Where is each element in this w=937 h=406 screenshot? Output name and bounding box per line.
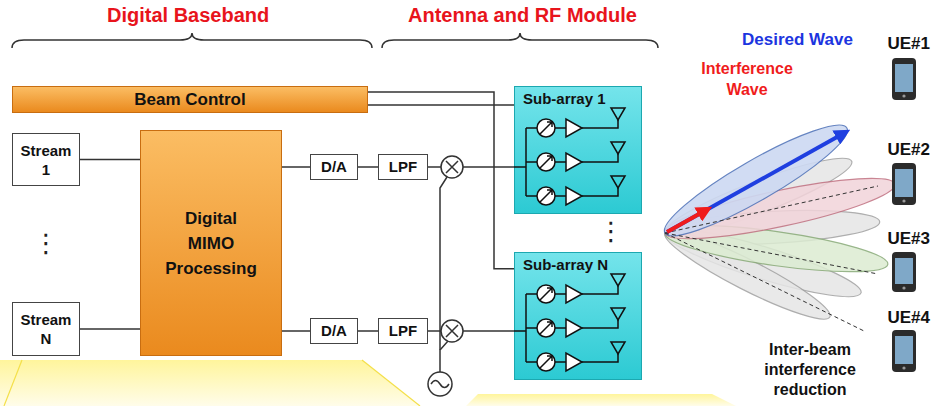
phone-icon	[895, 258, 913, 284]
signal-connector	[428, 330, 514, 332]
mimo-processing-block: Digital MIMO Processing	[140, 130, 282, 356]
stream-box: Stream N	[12, 302, 80, 356]
phone-icon	[902, 199, 905, 202]
box-text: Stream 1	[19, 141, 73, 179]
signal-connector	[368, 92, 514, 269]
section-brace	[382, 33, 658, 48]
box-text: Stream N	[19, 310, 73, 348]
section-heading: Digital Baseband	[107, 4, 269, 27]
beam-direction-line	[665, 233, 864, 331]
mixer-symbol	[446, 161, 458, 173]
subarray-box: Sub-array 1	[514, 86, 642, 214]
oscillator-wire	[440, 341, 448, 372]
phone-icon	[902, 366, 905, 369]
mixer-symbol	[441, 320, 463, 342]
signal-connector	[358, 166, 378, 168]
mixer-symbol	[446, 325, 458, 337]
subarray-box: Sub-array N	[514, 252, 642, 380]
box-text: LPF	[389, 322, 417, 340]
dac-box: D/A	[310, 318, 358, 344]
stream-box: Stream 1	[12, 133, 80, 186]
yellow-highlight	[362, 360, 420, 406]
signal-connector	[428, 166, 514, 168]
subarray-feed	[514, 294, 526, 362]
subarray-feed	[514, 128, 526, 196]
beam-lobes	[655, 111, 899, 331]
phone-icon	[902, 286, 905, 289]
oscillator-wire	[440, 177, 447, 350]
yellow-highlight	[466, 394, 736, 406]
phone-icon	[892, 163, 916, 205]
user-equipment-label: UE#3	[870, 229, 930, 249]
wave-arrow	[667, 132, 846, 232]
beam-direction-line	[665, 186, 878, 233]
box-text: Beam Control	[134, 90, 245, 110]
yellow-highlight	[4, 360, 22, 406]
oscillator-symbol	[428, 372, 452, 396]
phase-shifter-amplifier-antenna	[526, 142, 625, 171]
phone-icon	[892, 252, 916, 292]
section-heading: Antenna and RF Module	[408, 4, 637, 27]
signal-connector	[358, 330, 378, 332]
signal-connector	[368, 104, 514, 106]
phone-icon	[895, 336, 913, 364]
beam-lobes	[655, 111, 857, 251]
signal-connector	[80, 328, 140, 330]
phone-icon	[892, 330, 916, 372]
oscillator-wire	[440, 177, 448, 372]
phone-icon	[892, 252, 916, 292]
phase-shifter-amplifier-antenna	[526, 176, 625, 205]
box-text: Digital MIMO Processing	[163, 206, 259, 281]
beam-direction-line	[665, 186, 878, 331]
lowpass-filter-box: LPF	[378, 318, 428, 344]
yellow-highlight	[0, 360, 420, 406]
phase-shifter-amplifier-antenna	[526, 308, 625, 337]
signal-connector	[282, 330, 310, 332]
ellipsis-dots: ⋮	[598, 216, 624, 246]
phone-icon	[895, 169, 913, 197]
mixer-symbol	[441, 156, 463, 342]
phase-shifter-amplifier-antenna	[526, 274, 625, 303]
phone-icon	[902, 94, 905, 97]
phone-icon	[892, 330, 916, 372]
wave-label: Desired Wave	[742, 30, 853, 50]
user-equipment-label: UE#4	[870, 308, 930, 328]
ellipsis-dots: ⋮	[33, 228, 59, 258]
user-equipment-label: UE#2	[870, 140, 930, 160]
box-text: Sub-array 1	[523, 90, 641, 108]
box-text: LPF	[389, 158, 417, 176]
box-text: D/A	[321, 322, 347, 340]
signal-connector	[282, 166, 310, 168]
subarray-feed	[514, 128, 526, 362]
phase-shifter-amplifier-antenna	[526, 108, 625, 371]
section-brace	[12, 33, 372, 48]
beam-control-block: Beam Control	[12, 86, 368, 113]
section-brace	[12, 33, 658, 48]
phase-shifter-amplifier-antenna	[526, 108, 625, 137]
dac-box: D/A	[310, 154, 358, 180]
phone-icon	[892, 163, 916, 205]
lowpass-filter-box: LPF	[378, 154, 428, 180]
wave-arrow	[667, 209, 708, 232]
box-text: Sub-array N	[523, 256, 641, 274]
box-text: D/A	[321, 158, 347, 176]
annotation-note: Inter-beam interference reduction	[735, 340, 885, 400]
phone-icon	[892, 58, 916, 100]
phone-icon	[895, 64, 913, 92]
oscillator-symbol	[428, 372, 452, 396]
signal-connector	[80, 159, 140, 161]
beam-direction-line	[665, 233, 878, 274]
phone-icon	[892, 58, 916, 100]
wave-arrow	[667, 132, 846, 232]
oscillator-symbol	[431, 381, 449, 388]
user-equipment-label: UE#1	[870, 34, 930, 54]
wave-label: Interference Wave	[692, 58, 802, 100]
phase-shifter-amplifier-antenna	[526, 342, 625, 371]
mixer-symbol	[441, 156, 463, 178]
